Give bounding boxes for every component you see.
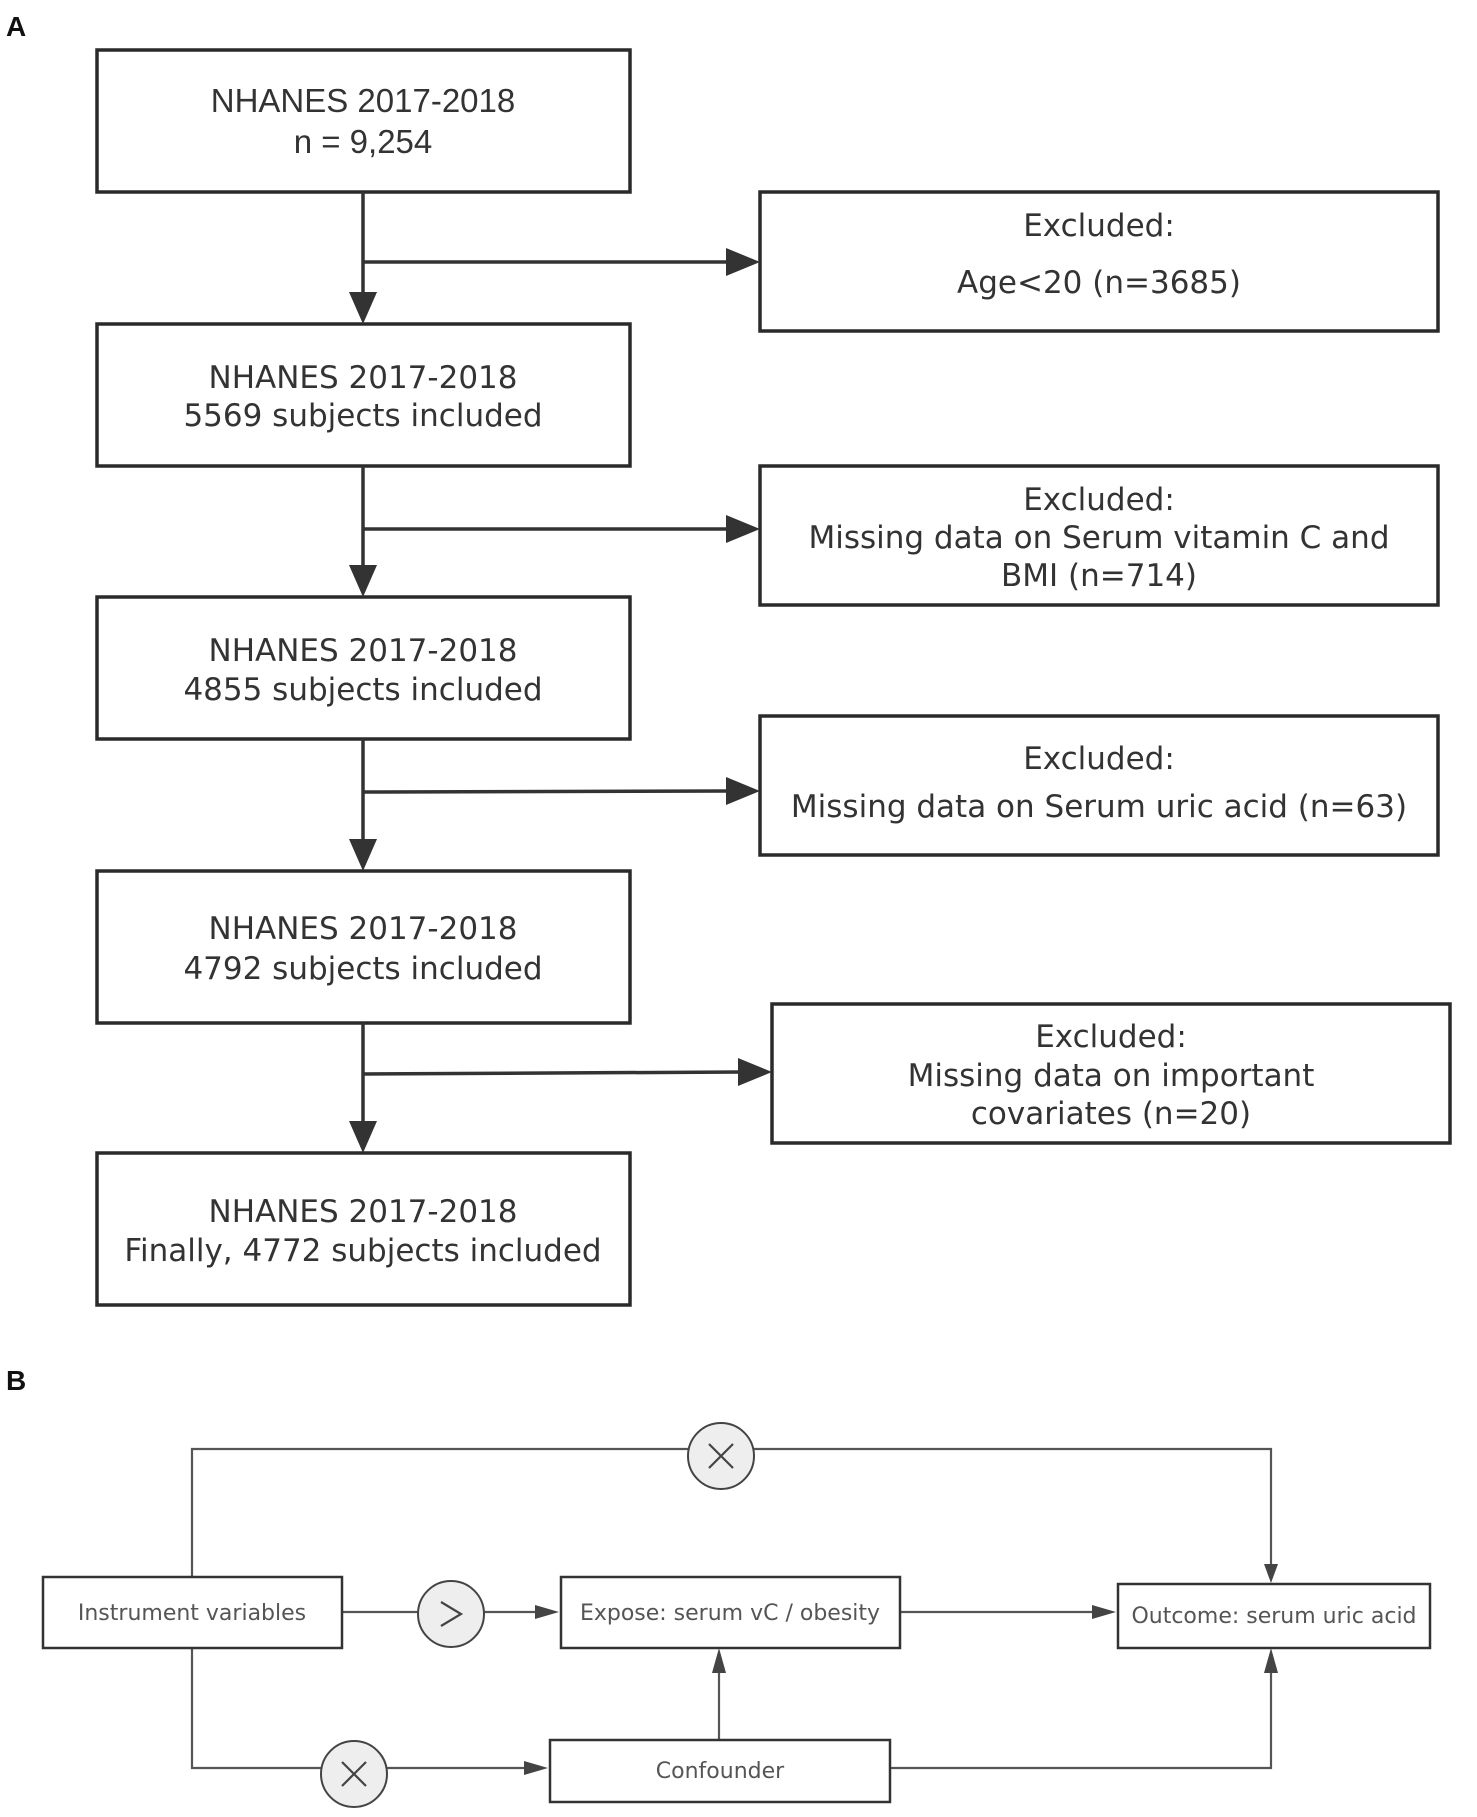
inclusion-box-5: NHANES 2017-2018 Finally, 4772 subjects … <box>95 1151 632 1307</box>
flow-arrow-2 <box>349 466 377 597</box>
inclusion-box-2-line1: NHANES 2017-2018 <box>209 360 518 396</box>
inclusion-box-5-line2: Finally, 4772 subjects included <box>124 1233 601 1269</box>
inclusion-box-3-line1: NHANES 2017-2018 <box>209 633 518 669</box>
exclusion-box-1: Excluded: Age<20 (n=3685) <box>758 190 1440 333</box>
inclusion-box-1-line2: n = 9,254 <box>294 123 433 160</box>
exclusion-box-2: Excluded: Missing data on Serum vitamin … <box>758 464 1440 607</box>
inclusion-box-2-line2: 5569 subjects included <box>183 398 542 434</box>
inclusion-box-3-line2: 4855 subjects included <box>183 672 542 708</box>
exclusion-box-2-title: Excluded: <box>1023 482 1175 518</box>
inclusion-box-5-line1: NHANES 2017-2018 <box>209 1194 518 1230</box>
flow-arrow-3 <box>349 739 377 871</box>
cross-icon <box>320 1740 388 1808</box>
exclusion-box-3-title: Excluded: <box>1023 741 1175 777</box>
inclusion-box-1-line1: NHANES 2017-2018 <box>211 82 516 119</box>
exclusion-box-1-line1: Age<20 (n=3685) <box>957 265 1241 301</box>
expose-label: Expose: serum vC / obesity <box>580 1601 880 1626</box>
flow-arrow-1 <box>349 192 377 324</box>
inclusion-box-2: NHANES 2017-2018 5569 subjects included <box>95 322 632 468</box>
confounder-to-outcome-line <box>890 1648 1278 1770</box>
expose-node: Expose: serum vC / obesity <box>559 1575 902 1650</box>
exclusion-box-1-title: Excluded: <box>1023 208 1175 244</box>
confounder-node: Confounder <box>548 1738 892 1804</box>
confounder-label: Confounder <box>656 1759 785 1784</box>
confounder-to-expose-line <box>712 1648 726 1740</box>
exclusion-box-2-line1: Missing data on Serum vitamin C and <box>808 520 1389 556</box>
flow-arrow-4 <box>349 1023 377 1153</box>
exclusion-arrow-3 <box>362 777 760 805</box>
outcome-node: Outcome: serum uric acid <box>1116 1582 1432 1650</box>
exclusion-arrow-4 <box>362 1058 772 1086</box>
exclusion-box-4: Excluded: Missing data on important cova… <box>770 1002 1452 1145</box>
exclusion-box-2-line2: BMI (n=714) <box>1001 558 1197 594</box>
greater-than-icon <box>417 1580 485 1648</box>
expose-to-outcome-line <box>900 1605 1116 1619</box>
cross-icon <box>687 1422 755 1490</box>
exclusion-box-4-line1: Missing data on important <box>908 1058 1315 1094</box>
instrument-variables-node: Instrument variables <box>41 1575 344 1650</box>
exclusion-box-4-line2: covariates (n=20) <box>971 1096 1251 1132</box>
instrument-to-confounder-line <box>190 1648 548 1775</box>
instrument-variables-label: Instrument variables <box>78 1601 306 1626</box>
inclusion-box-3: NHANES 2017-2018 4855 subjects included <box>95 595 632 741</box>
inclusion-box-4-line2: 4792 subjects included <box>183 951 542 987</box>
inclusion-box-4: NHANES 2017-2018 4792 subjects included <box>95 869 632 1025</box>
panel-a-label: A <box>6 11 26 42</box>
exclusion-box-4-title: Excluded: <box>1035 1019 1187 1055</box>
exclusion-box-3: Excluded: Missing data on Serum uric aci… <box>758 714 1440 857</box>
exclusion-box-3-line1: Missing data on Serum uric acid (n=63) <box>791 789 1407 825</box>
exclusion-arrow-1 <box>363 248 760 276</box>
panel-b-label: B <box>6 1365 26 1396</box>
inclusion-box-4-line1: NHANES 2017-2018 <box>209 911 518 947</box>
inclusion-box-1: NHANES 2017-2018 n = 9,254 <box>95 48 632 194</box>
outcome-label: Outcome: serum uric acid <box>1131 1604 1416 1629</box>
exclusion-arrow-2 <box>363 515 760 543</box>
